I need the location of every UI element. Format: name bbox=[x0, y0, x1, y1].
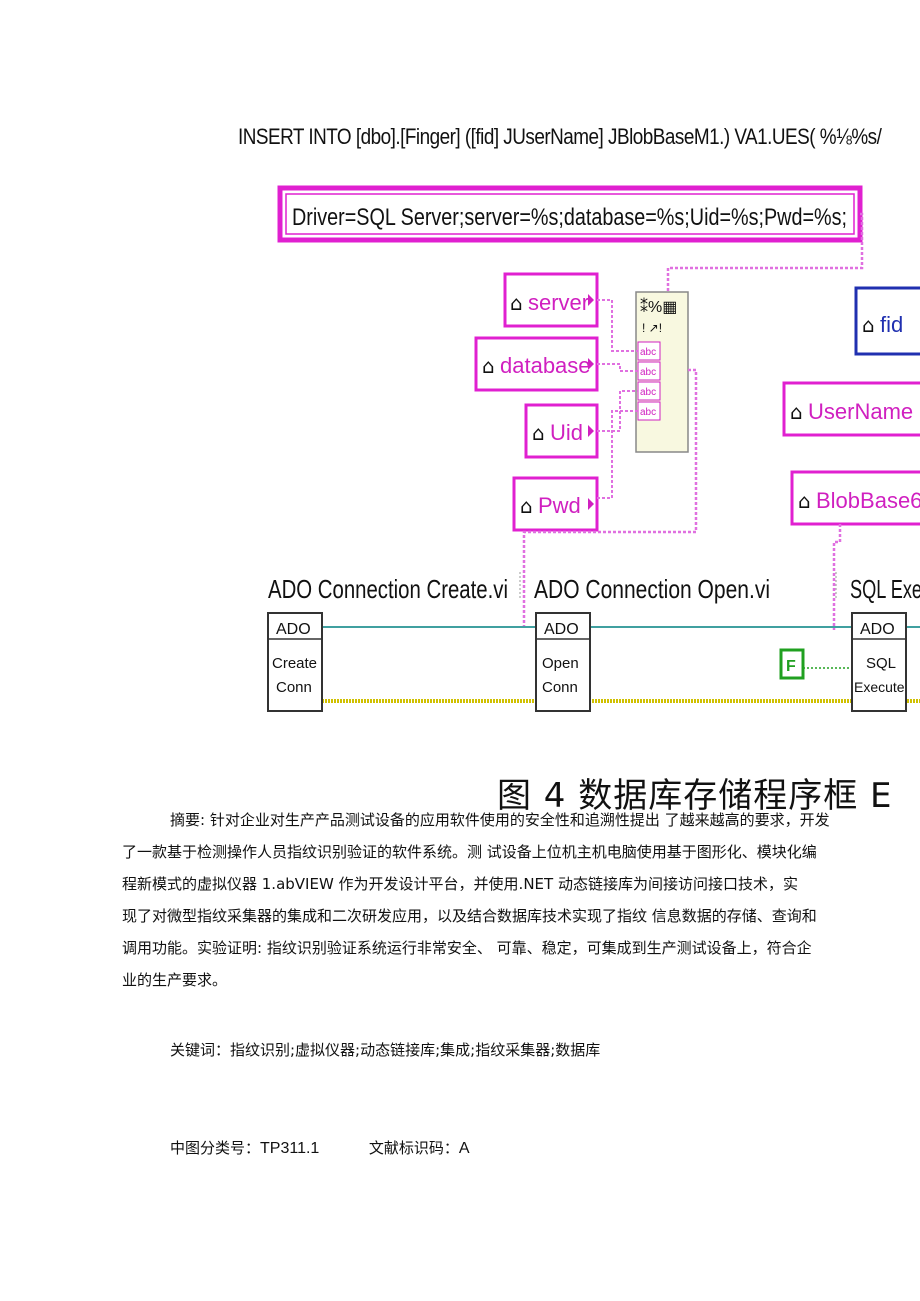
clc-label: 中图分类号： bbox=[170, 1139, 261, 1157]
svg-text:Conn: Conn bbox=[276, 679, 312, 696]
svg-text:F: F bbox=[786, 658, 796, 675]
svg-text:⌂: ⌂ bbox=[532, 421, 545, 445]
abstract-line: 现了对微型指纹采集器的集成和二次研发应用，以及结合数据库技术实现了指纹 信息数据… bbox=[122, 907, 817, 925]
svg-text:ADO: ADO bbox=[544, 621, 579, 638]
svg-text:! ↗!: ! ↗! bbox=[642, 321, 662, 335]
svg-text:Execute: Execute bbox=[854, 679, 905, 695]
svg-text:abc: abc bbox=[640, 407, 656, 418]
abstract-line: 摘要: 针对企业对生产产品测试设备的应用软件使用的安全性和追溯性提出 了越来越高… bbox=[170, 811, 830, 829]
vi-title-exec: SQL Exe bbox=[850, 574, 920, 604]
svg-text:⁑%▦: ⁑%▦ bbox=[640, 297, 677, 316]
svg-text:abc: abc bbox=[640, 387, 656, 398]
control-uid[interactable]: ⌂ Uid bbox=[524, 403, 599, 459]
svg-text:ADO: ADO bbox=[276, 621, 311, 638]
svg-text:abc: abc bbox=[640, 347, 656, 358]
control-blob-label: BlobBase64 bbox=[816, 488, 920, 513]
format-into-string-node: ⁑%▦ ! ↗! abc abc abc abc bbox=[635, 291, 689, 453]
labview-block-diagram: Driver=SQL Server;server=%s;database=%s;… bbox=[267, 185, 920, 712]
false-constant[interactable]: F bbox=[779, 648, 805, 680]
doc-value: A bbox=[458, 1140, 470, 1157]
control-pwd[interactable]: ⌂ Pwd bbox=[512, 476, 599, 532]
control-database-label: database bbox=[500, 353, 591, 378]
control-database[interactable]: ⌂ database bbox=[474, 336, 599, 392]
control-username-label: UserName bbox=[808, 399, 913, 424]
control-blob[interactable]: ⌂ BlobBase64 bbox=[790, 470, 920, 526]
svg-text:⌂: ⌂ bbox=[862, 313, 875, 337]
classification-line: 中图分类号：TP311.1 文献标识码：A bbox=[170, 1132, 470, 1165]
abstract-line: 程新模式的虚拟仪器 1.abVIEW 作为开发设计平台，并使用.NET 动态链接… bbox=[122, 875, 798, 893]
clc-value: TP311.1 bbox=[260, 1140, 320, 1157]
control-pwd-label: Pwd bbox=[538, 493, 581, 518]
svg-text:SQL: SQL bbox=[866, 655, 896, 672]
svg-text:Open: Open bbox=[542, 655, 579, 672]
control-server[interactable]: ⌂ server bbox=[503, 272, 599, 328]
sql-statement: INSERT INTO [dbo].[Finger] ([fid] JUserN… bbox=[238, 124, 882, 149]
svg-text:⌂: ⌂ bbox=[790, 400, 803, 424]
control-username[interactable]: ⌂ UserName bbox=[782, 381, 920, 437]
vi-title-open: ADO Connection Open.vi bbox=[534, 574, 770, 604]
doc-label: 文献标识码： bbox=[368, 1139, 459, 1157]
svg-text:⌂: ⌂ bbox=[798, 489, 811, 513]
vi-block-create: ADO Create Conn bbox=[267, 612, 323, 712]
abstract-line: 了一款基于检测操作人员指纹识别验证的软件系统。测 试设备上位机主机电脑使用基于图… bbox=[122, 843, 817, 861]
svg-text:abc: abc bbox=[640, 367, 656, 378]
svg-text:⌂: ⌂ bbox=[520, 494, 533, 518]
svg-text:⌂: ⌂ bbox=[510, 291, 523, 315]
abstract-line: 业的生产要求。 bbox=[122, 971, 228, 989]
svg-text:Conn: Conn bbox=[542, 679, 578, 696]
control-fid-label: fid bbox=[880, 312, 903, 337]
svg-text:⌂: ⌂ bbox=[482, 354, 495, 378]
svg-text:Create: Create bbox=[272, 655, 317, 672]
figure-caption: 图 4 数据库存储程序框 E bbox=[497, 776, 893, 816]
control-uid-label: Uid bbox=[550, 420, 583, 445]
connection-string-text: Driver=SQL Server;server=%s;database=%s;… bbox=[292, 204, 847, 231]
control-server-label: server bbox=[528, 290, 589, 315]
connection-string-constant bbox=[277, 185, 863, 243]
keywords: 关键词：指纹识别;虚拟仪器;动态链接库;集成;指纹采集器;数据库 bbox=[170, 1041, 601, 1059]
svg-text:ADO: ADO bbox=[860, 621, 895, 638]
vi-block-open: ADO Open Conn bbox=[535, 612, 591, 712]
abstract-line: 调用功能。实验证明: 指纹识别验证系统运行非常安全、 可靠、稳定，可集成到生产测… bbox=[122, 939, 812, 957]
control-fid[interactable]: ⌂ fid bbox=[854, 286, 920, 356]
vi-block-exec: ADO SQL Execute bbox=[851, 612, 907, 712]
vi-title-create: ADO Connection Create.vi bbox=[268, 574, 508, 604]
